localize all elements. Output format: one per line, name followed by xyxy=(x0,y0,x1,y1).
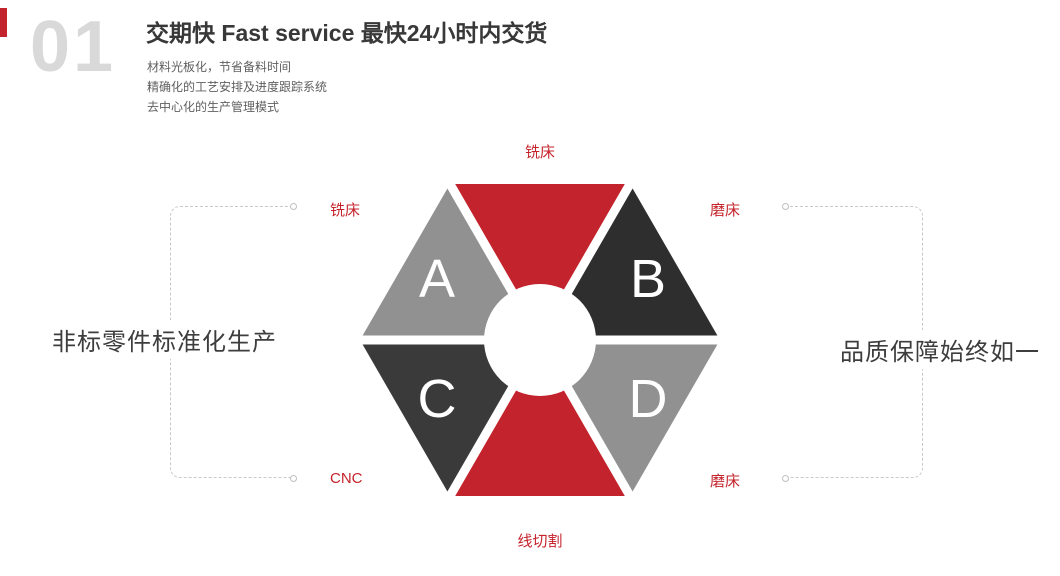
accent-bar xyxy=(0,8,7,37)
segment-label-top: 铣床 xyxy=(524,144,555,161)
segment-upper-right xyxy=(540,184,720,340)
bullet-list: 材料光板化，节省备料时间 精确化的工艺安排及进度跟踪系统 去中心化的生产管理模式 xyxy=(147,57,327,117)
bullet-item: 材料光板化，节省备料时间 xyxy=(147,60,292,74)
segment-letter-d: D xyxy=(629,369,668,429)
segment-letter-c: C xyxy=(418,369,457,429)
page-title: 交期快 Fast service 最快24小时内交货 xyxy=(146,20,548,46)
segment-upper-left xyxy=(360,184,540,340)
segment-letter-a: A xyxy=(419,249,455,309)
segment-label-lower-right: 磨床 xyxy=(710,473,741,490)
segment-label-bottom: 线切割 xyxy=(517,533,563,550)
right-callout: 品质保障始终如一 xyxy=(836,330,1044,369)
segment-letter-b: B xyxy=(630,249,666,309)
connector-dot-right-top xyxy=(782,203,789,210)
connector-dot-left-top xyxy=(290,203,297,210)
section-index: 01 xyxy=(30,7,117,87)
left-callout: 非标零件标准化生产 xyxy=(48,320,281,359)
bullet-item: 精确化的工艺安排及进度跟踪系统 xyxy=(147,80,328,94)
hexagon-diagram: A B C D xyxy=(360,181,720,499)
segment-label-lower-left: CNC xyxy=(330,470,363,487)
center-circle xyxy=(484,284,596,396)
segment-label-upper-right: 磨床 xyxy=(710,202,741,219)
connector-dot-right-bottom xyxy=(782,475,789,482)
segment-top xyxy=(450,184,630,340)
connector-dot-left-bottom xyxy=(290,475,297,482)
segment-lower-right xyxy=(540,340,720,496)
segment-label-upper-left: 铣床 xyxy=(330,202,361,219)
segment-lower-left xyxy=(360,340,540,496)
segment-bottom xyxy=(450,340,630,496)
bullet-item: 去中心化的生产管理模式 xyxy=(147,100,280,114)
